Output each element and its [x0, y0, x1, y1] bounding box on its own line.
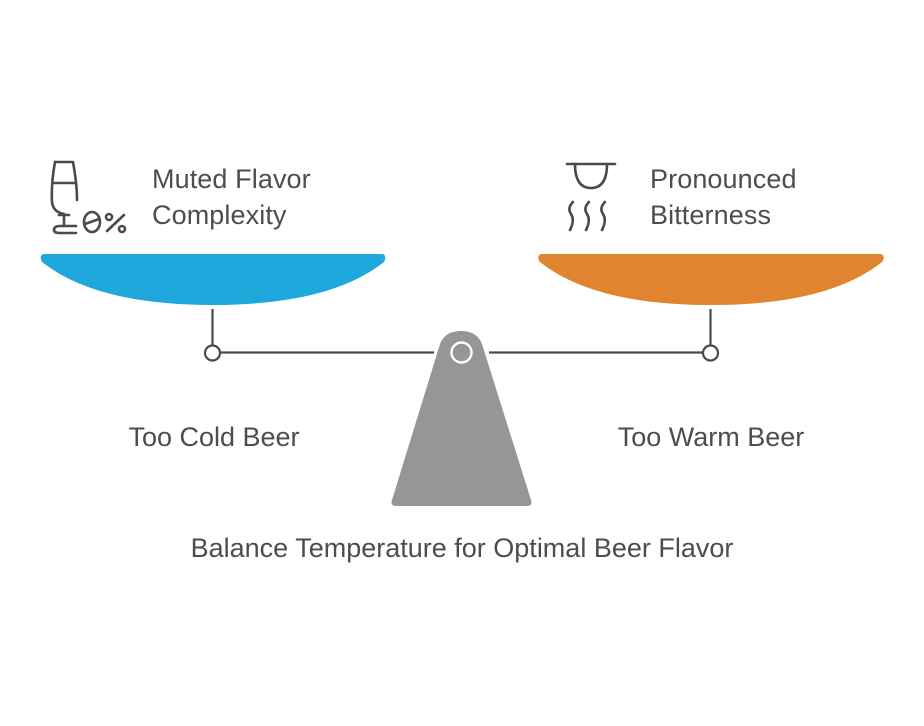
fulcrum-pivot: [450, 341, 473, 364]
hot-bowl-steam-icon: [565, 162, 617, 232]
right-pan: [538, 254, 884, 305]
left-side-label: Too Cold Beer: [128, 422, 300, 452]
right-effect-line-2: Bitterness: [650, 200, 772, 230]
fulcrum: [391, 331, 532, 506]
left-pivot: [203, 344, 222, 362]
left-effect-line-1: Muted Flavor: [152, 164, 311, 194]
diagram-caption: Balance Temperature for Optimal Beer Fla…: [190, 533, 734, 563]
left-effect-text: Muted Flavor Complexity: [152, 161, 311, 233]
left-effect-line-2: Complexity: [152, 200, 287, 230]
wine-glass-zero-percent-icon: [50, 160, 127, 235]
right-side-label: Too Warm Beer: [617, 422, 805, 452]
right-effect-text: Pronounced Bitterness: [650, 161, 797, 233]
right-pivot: [701, 344, 720, 362]
right-effect-line-1: Pronounced: [650, 164, 797, 194]
left-pan: [40, 254, 386, 305]
